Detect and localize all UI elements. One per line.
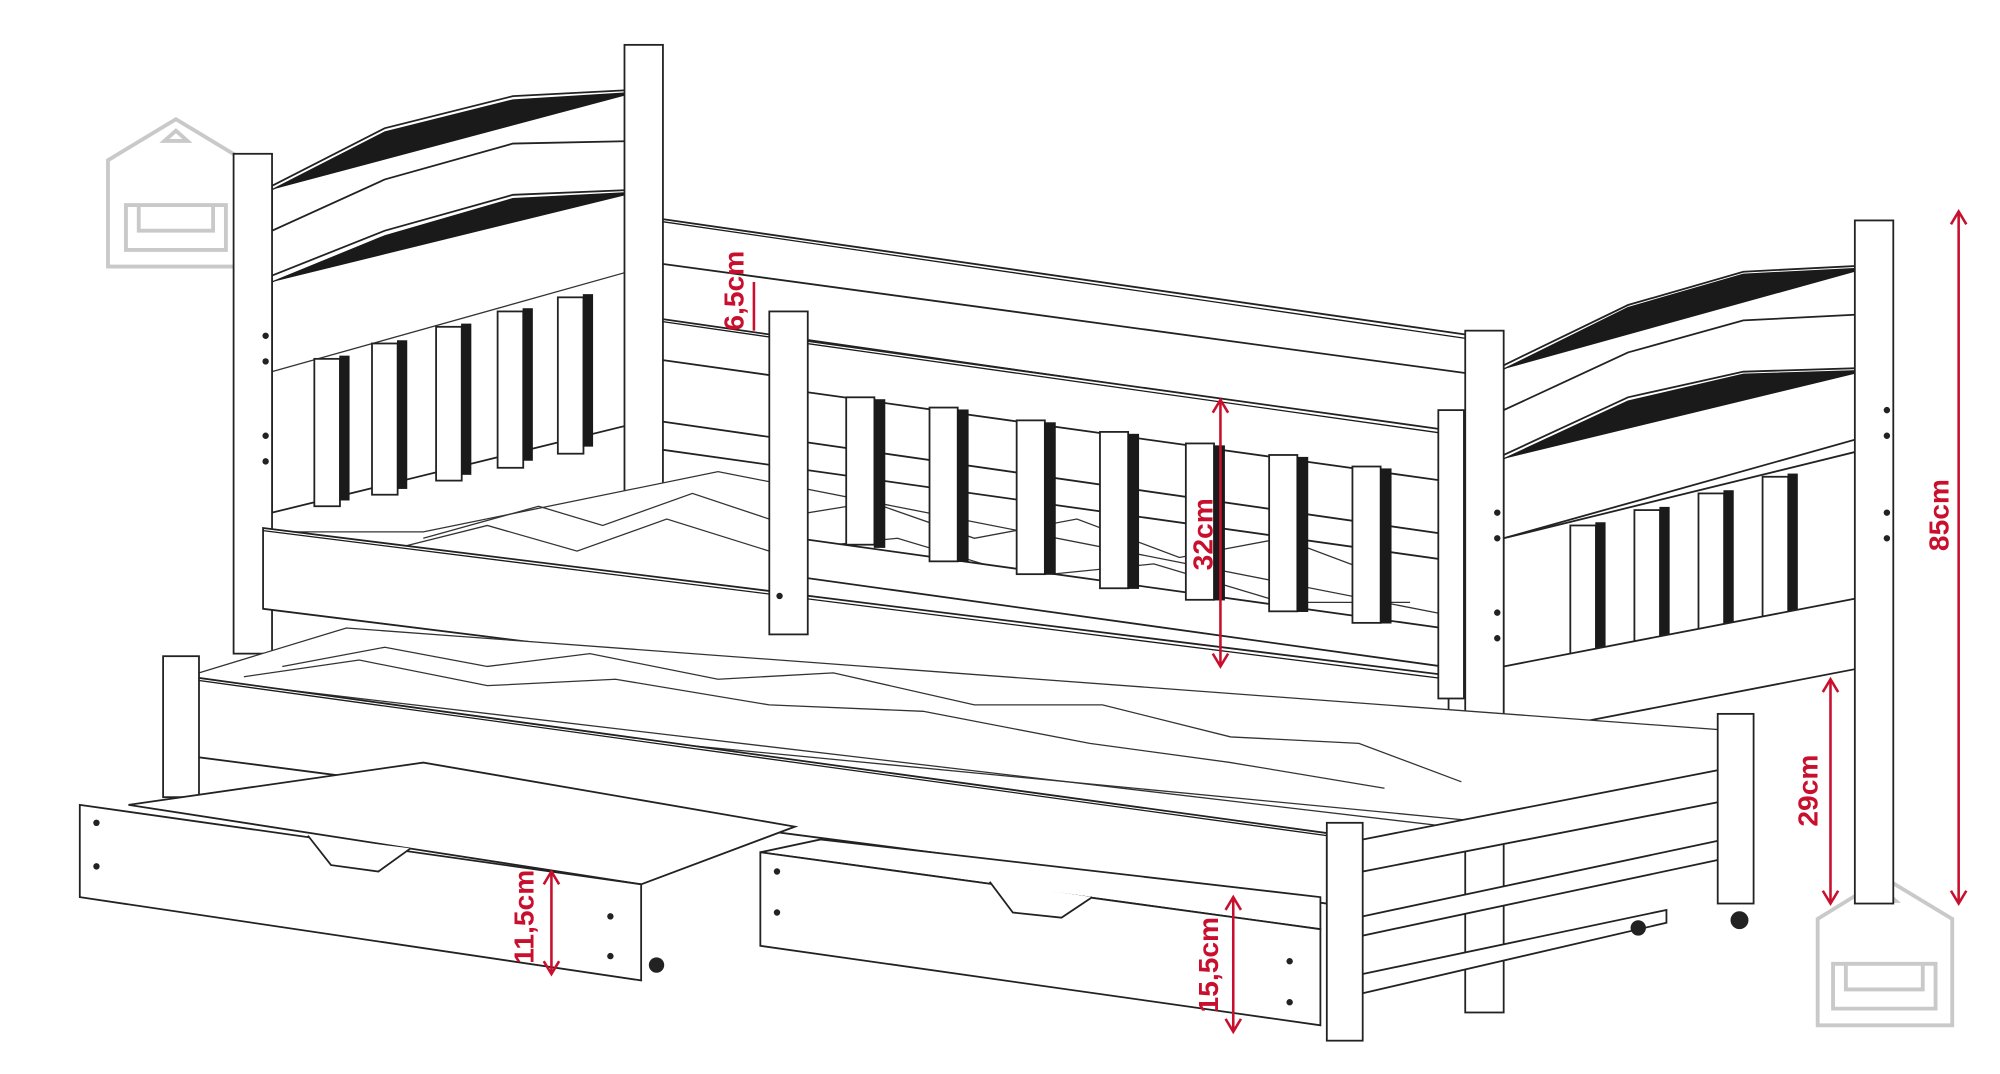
headboard-slats (313, 294, 594, 508)
left-headboard (232, 43, 664, 655)
house-sofa-logo-icon-top-left (106, 116, 246, 269)
dimension-label-under-clearance: 29cm (1792, 755, 1824, 827)
drawer-right (759, 838, 1322, 1027)
back-right-post (1853, 219, 1895, 905)
dimension-drawer-left-height: 11,5cm (507, 869, 561, 977)
dimension-label-drawer-left: 11,5cm (507, 870, 539, 964)
dimension-label-drawer-right: 15,5cm (1192, 917, 1224, 1013)
safety-guard-rail (768, 310, 1465, 700)
dimension-under-clearance: 29cm (1792, 676, 1840, 907)
dimension-rail-gap: 6,5cm (718, 251, 756, 331)
dimension-drawer-right-height: 15,5cm (1192, 894, 1243, 1035)
trundle-bed (162, 627, 1755, 1042)
right-footboard (1464, 219, 1895, 1014)
dimension-label-rail-gap: 6,5cm (718, 251, 750, 331)
dimension-total-height: 85cm (1922, 208, 1968, 907)
dimension-label-guard-height: 32cm (1187, 498, 1219, 570)
dimension-label-total-height: 85cm (1922, 479, 1954, 551)
dimension-guard-height: 32cm (1187, 397, 1230, 669)
drawer-left (78, 761, 799, 982)
